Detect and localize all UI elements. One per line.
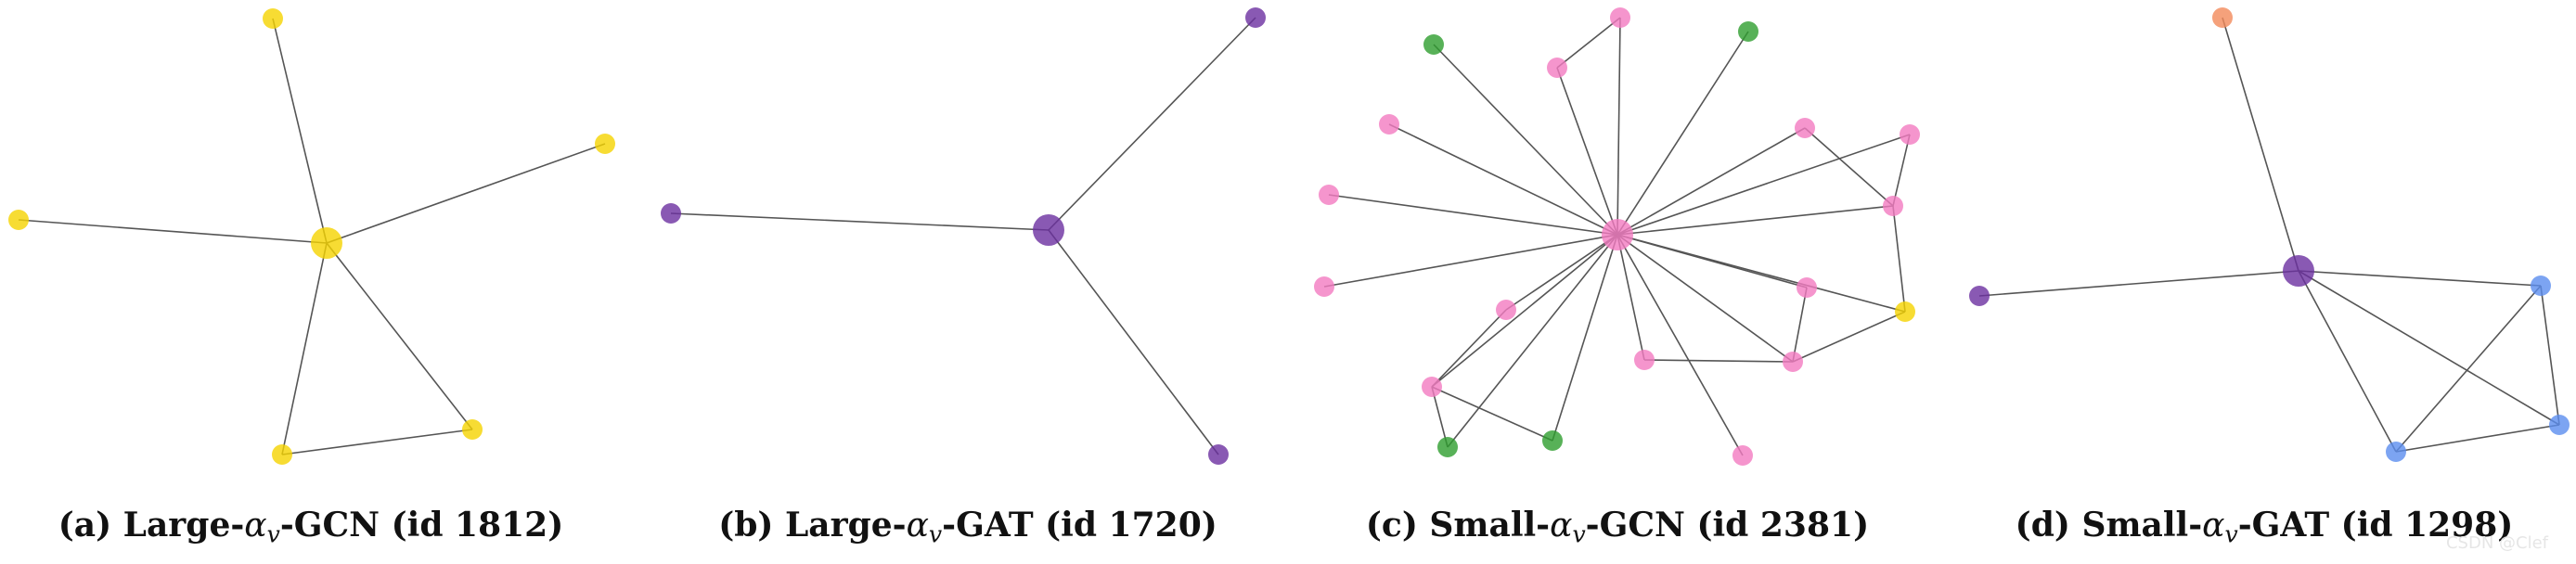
panel-c-edge-19 xyxy=(1556,17,1621,69)
panel-b-edge-0 xyxy=(1048,17,1256,231)
panel-c-edge-2 xyxy=(1556,67,1618,236)
panel-c-node-13 xyxy=(1496,300,1516,320)
panel-c-edge-15 xyxy=(1431,234,1618,388)
panel-c-edge-25 xyxy=(1643,359,1794,363)
panel-c-edge-28 xyxy=(1431,386,1553,442)
panel-d-edge-3 xyxy=(2298,270,2560,426)
caption-d: (d) Small-αv-GAT (id 1298) xyxy=(2015,506,2514,548)
panel-c-edge-26 xyxy=(1431,309,1507,388)
panel-a-node-2 xyxy=(595,134,615,154)
panel-c-center-node xyxy=(1602,219,1633,250)
panel-c-edge-5 xyxy=(1616,127,1806,236)
edges-layer xyxy=(18,17,2560,456)
panel-d-edge-6 xyxy=(2540,285,2560,426)
panel-d-node-4 xyxy=(2549,415,2570,435)
panel-a-edge-3 xyxy=(281,242,328,455)
panel-c-edge-21 xyxy=(1892,134,1911,207)
panel-c-node-4 xyxy=(1738,21,1758,42)
panel-d-edge-1 xyxy=(1978,270,2299,297)
panel-c-node-16 xyxy=(1422,377,1442,397)
panel-a-edge-1 xyxy=(326,143,606,244)
panel-c-edge-11 xyxy=(1616,234,1906,313)
panel-c-node-14 xyxy=(1634,350,1655,370)
panel-c-edge-3 xyxy=(1616,31,1749,236)
panel-a-node-4 xyxy=(272,444,292,465)
nodes-layer xyxy=(8,7,2570,466)
panel-c-node-18 xyxy=(1542,430,1563,451)
panel-b-node-3 xyxy=(1208,444,1229,465)
panel-b-node-1 xyxy=(1245,7,1266,28)
panel-a-center-node xyxy=(311,227,342,259)
panel-d-edge-7 xyxy=(2395,424,2560,453)
watermark: CSDN @Clef xyxy=(2445,533,2548,553)
panel-c-edge-6 xyxy=(1616,134,1911,236)
panel-c-node-3 xyxy=(1547,58,1567,78)
panel-c-node-19 xyxy=(1732,445,1753,466)
panel-c-edge-12 xyxy=(1505,234,1618,311)
panel-d-node-2 xyxy=(1969,286,1990,306)
panel-c-edge-9 xyxy=(1323,234,1618,288)
panel-c-node-8 xyxy=(1319,185,1339,205)
panel-c-edge-23 xyxy=(1792,287,1808,363)
panel-d-node-1 xyxy=(2212,7,2233,28)
caption-b: (b) Large-αv-GAT (id 1720) xyxy=(718,506,1217,548)
panel-c-node-10 xyxy=(1314,276,1334,297)
panel-d-node-5 xyxy=(2386,442,2406,462)
panel-a-edge-4 xyxy=(326,242,473,430)
panel-c-node-1 xyxy=(1423,34,1444,55)
panel-b-node-2 xyxy=(661,203,681,224)
panel-d-edge-5 xyxy=(2395,285,2542,453)
panel-c-edge-20 xyxy=(1804,127,1894,207)
panel-a-edge-0 xyxy=(272,18,328,244)
panel-d-edge-0 xyxy=(2222,17,2299,272)
caption-a: (a) Large-αv-GCN (id 1812) xyxy=(58,506,564,548)
panel-c-node-9 xyxy=(1883,196,1903,216)
panel-c-edge-8 xyxy=(1616,205,1894,236)
panel-c-edge-16 xyxy=(1447,234,1618,448)
panel-c-node-11 xyxy=(1797,277,1817,298)
panel-a-node-5 xyxy=(462,419,483,440)
panel-c-edge-24 xyxy=(1792,311,1906,363)
panel-d-node-3 xyxy=(2531,276,2551,296)
panel-d-edge-4 xyxy=(2298,270,2397,453)
panel-b-edge-1 xyxy=(670,212,1050,231)
panel-d-edge-2 xyxy=(2298,270,2542,287)
panel-c-edge-17 xyxy=(1552,234,1618,442)
panel-c-node-5 xyxy=(1379,114,1399,135)
panel-c-edge-4 xyxy=(1388,123,1618,236)
panel-a-node-1 xyxy=(263,8,283,29)
panel-a-node-3 xyxy=(8,210,29,230)
panel-c-edge-18 xyxy=(1616,234,1744,456)
caption-c: (c) Small-αv-GCN (id 2381) xyxy=(1365,506,1870,548)
panel-c-edge-0 xyxy=(1433,44,1618,236)
panel-b-edge-2 xyxy=(1048,229,1219,455)
panel-c-node-15 xyxy=(1783,352,1803,372)
panel-c-edge-13 xyxy=(1616,234,1645,361)
panel-c-edge-7 xyxy=(1328,194,1618,236)
panel-c-node-2 xyxy=(1610,7,1630,28)
panel-c-edge-22 xyxy=(1892,205,1906,313)
panel-c-node-6 xyxy=(1795,118,1815,138)
panel-d-center-node xyxy=(2283,255,2314,287)
panel-c-node-17 xyxy=(1437,437,1458,457)
panel-c-node-7 xyxy=(1900,124,1920,145)
panel-a-edge-2 xyxy=(18,219,328,244)
panel-c-node-12 xyxy=(1895,301,1915,322)
panel-a-edge-5 xyxy=(281,429,473,455)
panel-c-edge-27 xyxy=(1431,386,1449,448)
panel-c-edge-14 xyxy=(1616,234,1794,363)
panel-b-center-node xyxy=(1033,214,1064,246)
panel-c-edge-1 xyxy=(1616,17,1621,236)
